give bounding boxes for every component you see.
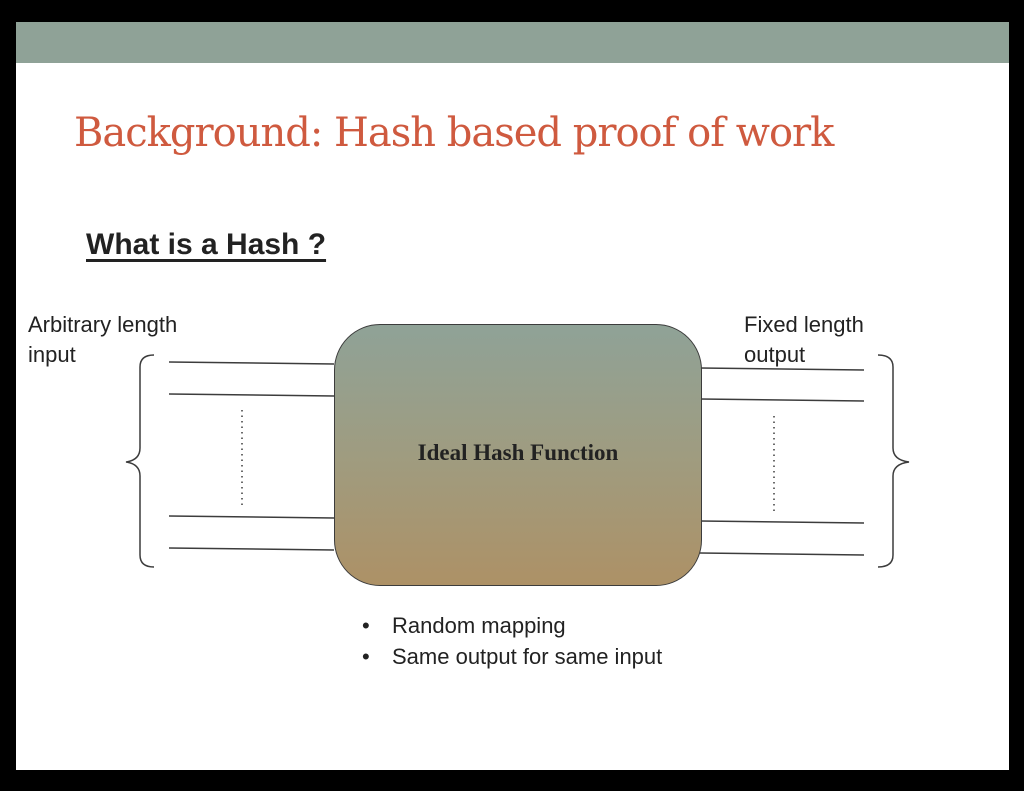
output-brace xyxy=(877,354,910,568)
slide-title: Background: Hash based proof of work xyxy=(74,110,834,156)
bullet-item: • Random mapping xyxy=(362,610,662,641)
bullet-text: Same output for same input xyxy=(392,644,663,669)
slide: Background: Hash based proof of work Wha… xyxy=(16,22,1009,770)
slide-subtitle: What is a Hash ? xyxy=(86,228,327,261)
input-line xyxy=(168,515,335,519)
output-line xyxy=(699,367,865,371)
bullet-dot: • xyxy=(362,644,370,669)
bullet-item: • Same output for same input xyxy=(362,641,662,672)
input-label: Arbitrary length input xyxy=(28,310,177,370)
output-label: Fixed length output xyxy=(744,310,864,370)
input-label-text: Arbitrary length input xyxy=(28,312,178,367)
output-line xyxy=(699,520,865,524)
output-label-text: Fixed length output xyxy=(744,312,864,367)
hash-function-label: Ideal Hash Function xyxy=(417,440,619,465)
bullet-text: Random mapping xyxy=(392,613,566,638)
output-line xyxy=(699,398,865,402)
input-line xyxy=(168,393,335,397)
bullet-list: • Random mapping • Same output for same in… xyxy=(362,610,662,672)
bullet-dot: • xyxy=(362,613,370,638)
top-band xyxy=(16,22,1009,63)
input-line xyxy=(168,547,335,551)
hash-function-box: Ideal Hash Function xyxy=(334,324,702,586)
hash-diagram xyxy=(125,354,910,568)
input-line xyxy=(168,361,335,365)
input-brace xyxy=(125,354,155,568)
output-line xyxy=(699,552,865,556)
